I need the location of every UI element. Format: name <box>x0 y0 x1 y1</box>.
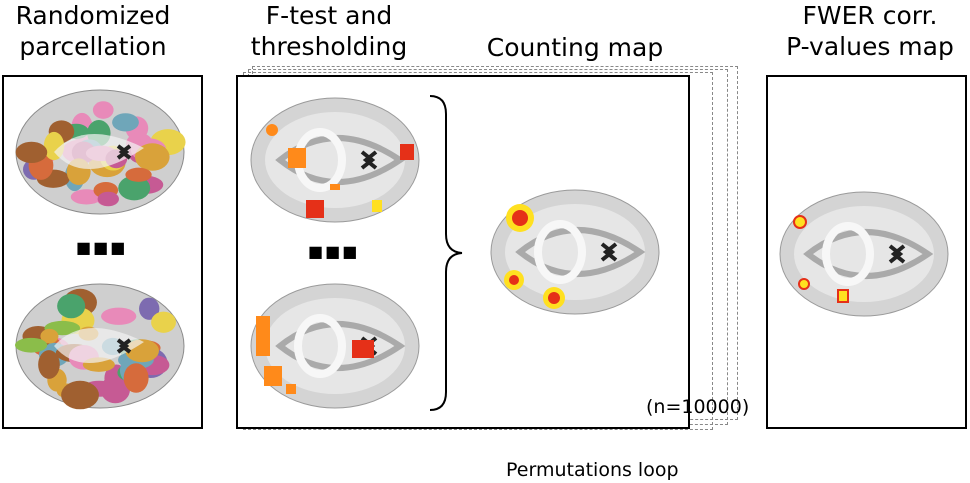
parcel <box>139 297 160 320</box>
ftest-brain-top <box>250 97 420 223</box>
parcel <box>92 101 114 119</box>
parcel <box>38 350 60 379</box>
ellipsis-ftest: ■■■ <box>308 242 360 261</box>
fwer-title: FWER corr. P-values map <box>770 0 970 62</box>
parcel <box>112 113 139 132</box>
counting-map-brain <box>490 189 660 315</box>
title-line: F-test and <box>265 1 393 30</box>
parcel <box>118 175 151 201</box>
permutations-loop-label: Permutations loop <box>506 459 679 481</box>
parcel <box>101 307 137 325</box>
parcel <box>97 191 119 207</box>
counting-map-title: Counting map <box>486 33 664 62</box>
n-permutations-label: (n=10000) <box>646 396 750 418</box>
parcel <box>135 143 170 171</box>
curly-brace <box>429 95 463 411</box>
parcel <box>123 363 149 393</box>
ftest-brain-bottom <box>250 283 420 409</box>
title-line: thresholding <box>250 32 408 61</box>
ellipsis-parcellation: ■■■ <box>76 238 128 257</box>
parcellation-brain-top <box>15 89 186 215</box>
title-line: Randomized <box>15 1 171 30</box>
parcel <box>15 337 48 353</box>
parcel <box>57 293 86 319</box>
ftest-title: F-test and thresholding <box>244 0 414 62</box>
parcel <box>70 189 102 205</box>
parcel <box>40 328 59 344</box>
title-line: P-values map <box>786 32 954 61</box>
parcel <box>151 311 176 333</box>
title-line: FWER corr. <box>802 1 938 30</box>
title-line: parcellation <box>19 32 167 61</box>
randomized-parcellation-title: Randomized parcellation <box>8 0 178 62</box>
parcellation-brain-bottom <box>15 283 185 410</box>
parcel <box>61 380 99 410</box>
fwer-brain <box>779 191 949 317</box>
parcel <box>15 141 48 164</box>
parcel <box>125 167 152 182</box>
